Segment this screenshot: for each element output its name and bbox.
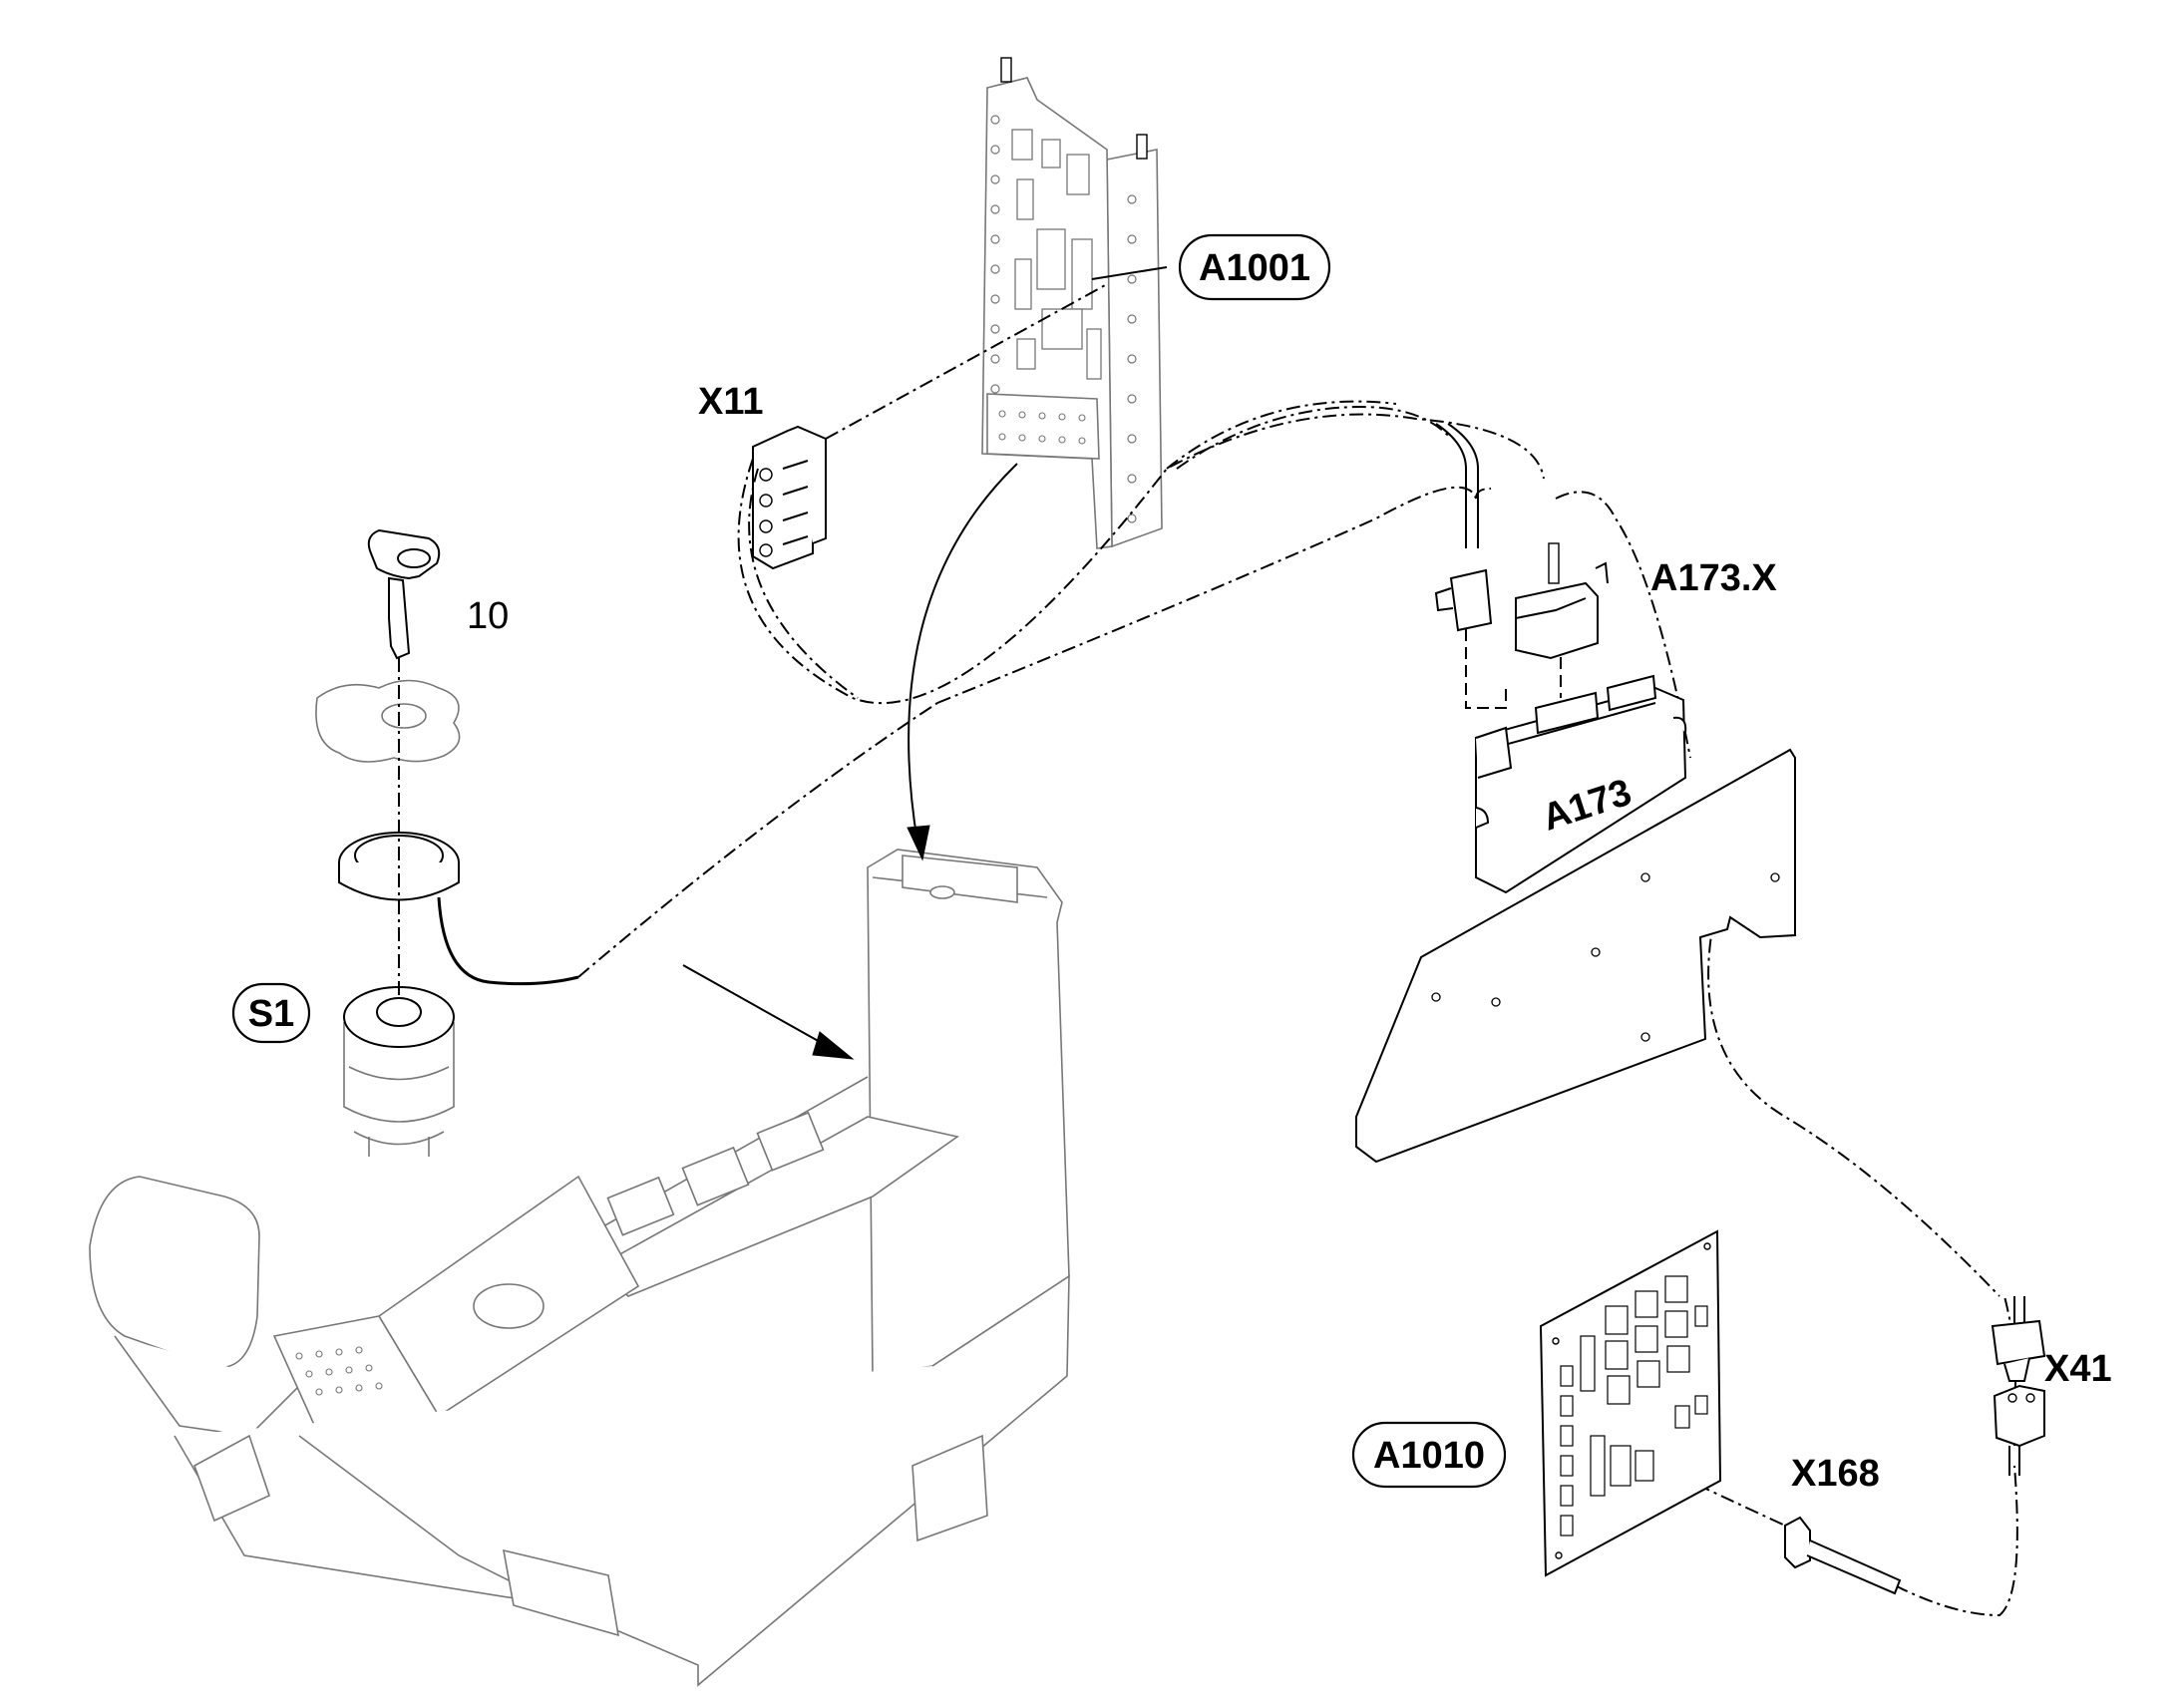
a173-module [1475,674,1687,894]
mounting-plate [1355,748,1796,1164]
x41-connector [1991,1296,2046,1476]
label-a173x: A173.X [1650,557,1777,599]
label-x168: X168 [1791,1453,1880,1495]
s1-ignition-switch [343,986,455,1157]
label-a1001: A1001 [1178,233,1331,301]
x11-connector [752,425,827,570]
console-housing [89,849,1070,1687]
a173x-connector [1515,542,1609,660]
key [367,528,441,660]
label-s1: S1 [231,982,311,1044]
a1010-board [1539,1229,1722,1577]
label-a1010: A1010 [1351,1421,1507,1489]
label-key-10: 10 [467,595,509,637]
bezel-plate [315,679,461,763]
label-x41: X41 [2044,1348,2112,1390]
a1001-board [981,57,1163,549]
collar-ring [338,832,460,901]
label-a1001-text: A1001 [1199,247,1310,289]
label-x11: X11 [698,381,764,423]
label-a1010-text: A1010 [1373,1435,1485,1477]
label-s1-text: S1 [248,993,294,1035]
a173-pigtail-plug [1434,568,1493,632]
x168-sensor [1784,1516,1902,1595]
